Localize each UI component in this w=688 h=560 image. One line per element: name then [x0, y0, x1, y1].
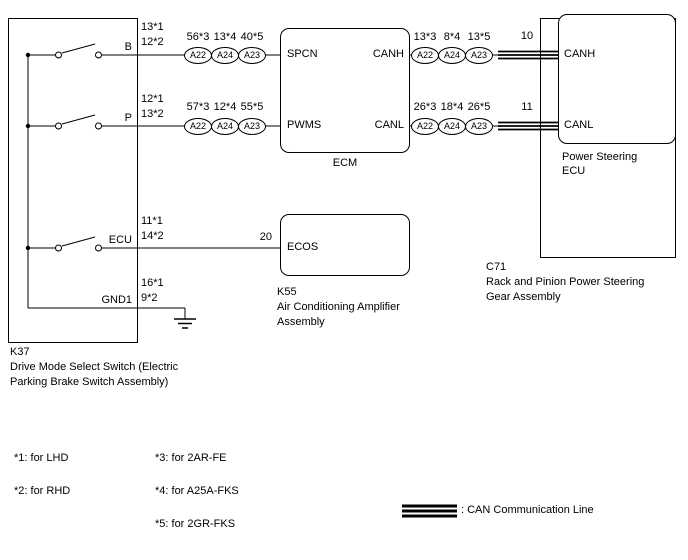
- spcn-pin-3: 40*5: [240, 31, 264, 43]
- k37-name-line1: Drive Mode Select Switch (Electric: [10, 361, 179, 373]
- k55-name-line2: Assembly: [277, 316, 325, 328]
- k37-name-line2: Parking Brake Switch Assembly): [10, 376, 169, 388]
- connector-oval: A22: [184, 118, 212, 135]
- pwms-pin-2: 12*4: [213, 101, 237, 113]
- canh-pin-3: 13*5: [467, 31, 491, 43]
- ps-ecu-name-line1: Power Steering: [562, 151, 638, 163]
- k37-terminal-gnd1: GND1: [101, 294, 132, 306]
- k37-b-pin-rhd: 12*2: [141, 36, 164, 48]
- ecm-terminal-canh: CANH: [372, 48, 404, 60]
- canh-pin-1: 13*3: [413, 31, 437, 43]
- k55-terminal-ecos: ECOS: [287, 241, 319, 253]
- canl-pin-1: 26*3: [413, 101, 437, 113]
- c71-id: C71: [486, 261, 507, 273]
- k37-b-pin-lhd: 13*1: [141, 21, 164, 33]
- pwms-pin-1: 57*3: [186, 101, 210, 113]
- connector-oval: A23: [465, 47, 493, 64]
- canh-pin-2: 8*4: [443, 31, 461, 43]
- k37-gnd-pin-rhd: 9*2: [141, 292, 158, 304]
- connector-oval: A23: [238, 47, 266, 64]
- k37-gnd-pin-lhd: 16*1: [141, 277, 164, 289]
- legend-note-5: *5: for 2GR-FKS: [155, 518, 236, 530]
- legend-note-1: *1: for LHD: [14, 452, 69, 464]
- k55-id: K55: [277, 286, 297, 298]
- c71-name-line2: Gear Assembly: [486, 291, 561, 303]
- drive-mode-switch-ecu: [28, 236, 138, 252]
- drive-mode-switch-b: [28, 43, 138, 59]
- ps-ecu-terminal-canh: CANH: [564, 48, 596, 60]
- connector-oval: A24: [211, 118, 239, 135]
- legend-note-2: *2: for RHD: [14, 485, 71, 497]
- canl-pin-2: 18*4: [440, 101, 464, 113]
- k37-terminal-p: P: [124, 112, 132, 124]
- k37-ecu-pin-rhd: 14*2: [141, 230, 164, 242]
- k37-box: [8, 18, 138, 343]
- k55-box: [280, 214, 410, 276]
- ecm-box: [280, 28, 410, 153]
- ground-icon: [174, 318, 196, 329]
- can-line-legend-icon: [402, 504, 457, 518]
- ecm-terminal-canl: CANL: [374, 119, 404, 131]
- legend-can-line-label: : CAN Communication Line: [461, 504, 594, 516]
- legend-note-4: *4: for A25A-FKS: [155, 485, 239, 497]
- ecm-name: ECM: [332, 157, 358, 169]
- connector-oval: A22: [411, 47, 439, 64]
- connector-oval: A22: [184, 47, 212, 64]
- connector-oval: A24: [438, 47, 466, 64]
- c71-pin-10: 10: [520, 30, 534, 42]
- ps-ecu-name-line2: ECU: [562, 165, 586, 177]
- c71-name-line1: Rack and Pinion Power Steering: [486, 276, 645, 288]
- ecm-terminal-pwms: PWMS: [287, 119, 322, 131]
- legend-note-3: *3: for 2AR-FE: [155, 452, 227, 464]
- k55-pin-20: 20: [259, 231, 272, 243]
- ecm-terminal-spcn: SPCN: [287, 48, 318, 60]
- wire-gnd1: [28, 307, 186, 319]
- k55-name-line1: Air Conditioning Amplifier: [277, 301, 400, 313]
- connector-oval: A24: [211, 47, 239, 64]
- spcn-pin-1: 56*3: [186, 31, 210, 43]
- k37-ecu-pin-lhd: 11*1: [141, 215, 163, 227]
- k37-terminal-ecu: ECU: [108, 234, 132, 246]
- connector-oval: A23: [465, 118, 493, 135]
- can-line-canh: [498, 50, 558, 60]
- k37-id: K37: [10, 346, 30, 358]
- c71-pin-11: 11: [521, 101, 533, 113]
- connector-oval: A23: [238, 118, 266, 135]
- k37-terminal-b: B: [124, 41, 132, 53]
- can-line-canl: [498, 121, 558, 131]
- canl-pin-3: 26*5: [467, 101, 491, 113]
- connector-oval: A24: [438, 118, 466, 135]
- power-steering-ecu-box: [558, 14, 676, 144]
- spcn-pin-2: 13*4: [213, 31, 237, 43]
- k37-p-pin-lhd: 12*1: [141, 93, 164, 105]
- k37-p-pin-rhd: 13*2: [141, 108, 164, 120]
- ps-ecu-terminal-canl: CANL: [564, 119, 594, 131]
- pwms-pin-3: 55*5: [240, 101, 264, 113]
- connector-oval: A22: [411, 118, 439, 135]
- drive-mode-switch-p: [28, 114, 138, 130]
